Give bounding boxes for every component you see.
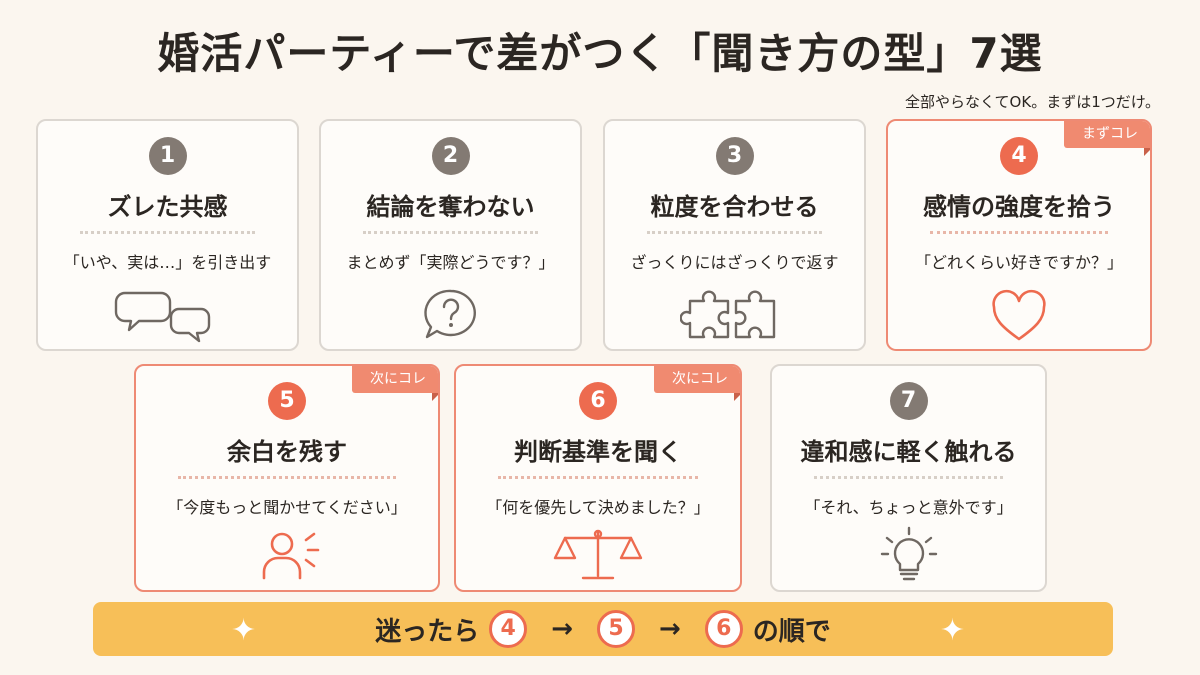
sparkle-icon: ✦ <box>939 613 965 648</box>
card-heading: 粒度を合わせる <box>650 193 819 221</box>
order-banner: ✦ ✦ 迷ったら 4 → 5 → 6 の順で <box>93 602 1113 656</box>
tip-card-4: まずコレ 4 感情の強度を拾う 「どれくらい好きですか？」 <box>886 119 1152 351</box>
lightbulb-icon <box>880 526 937 581</box>
card-number: 1 <box>148 137 187 175</box>
dotted-divider <box>814 476 1003 479</box>
priority-ribbon: まずコレ <box>1064 121 1150 156</box>
dotted-divider <box>178 476 396 479</box>
card-heading: 余白を残す <box>227 438 347 466</box>
tip-card-6: 次にコレ 6 判断基準を聞く 「何を優先して決めました？」 <box>454 364 742 592</box>
page-title: 婚活パーティーで差がつく「聞き方の型」7選 <box>157 29 1043 78</box>
priority-ribbon: 次にコレ <box>352 366 438 401</box>
card-heading: 判断基準を聞く <box>514 438 682 466</box>
step-badge: 6 <box>704 610 743 648</box>
heart-icon <box>992 289 1046 341</box>
banner-suffix: の順で <box>752 616 831 647</box>
card-number: 4 <box>1000 137 1038 175</box>
card-number: 7 <box>889 382 928 420</box>
card-description: 「それ、ちょっと意外です」 <box>804 498 1013 517</box>
banner-prefix: 迷ったら <box>375 616 480 647</box>
tip-card-7: 7 違和感に軽く触れる 「それ、ちょっと意外です」 <box>770 364 1047 592</box>
arrow-icon: → <box>551 614 573 644</box>
card-description: ざっくりにはざっくりで返す <box>630 253 839 272</box>
priority-ribbon: 次にコレ <box>654 366 740 401</box>
dotted-divider <box>498 476 698 479</box>
tip-card-3: 3 粒度を合わせる ざっくりにはざっくりで返す <box>603 119 866 351</box>
card-heading: ズレた共感 <box>107 193 228 221</box>
card-number: 6 <box>579 382 617 420</box>
dotted-divider <box>647 231 822 234</box>
sparkle-icon: ✦ <box>231 613 257 648</box>
tip-card-2: 2 結論を奪わない まとめず「実際どうです？」 <box>319 119 582 351</box>
card-heading: 感情の強度を拾う <box>923 193 1115 221</box>
question-bubble-icon <box>423 289 476 339</box>
tip-card-5: 次にコレ 5 余白を残す 「今度もっと聞かせてください」 <box>134 364 440 592</box>
dotted-divider <box>363 231 538 234</box>
dotted-divider <box>80 231 255 234</box>
speech-bubbles-icon <box>114 291 210 343</box>
card-number: 3 <box>715 137 754 175</box>
page-subtitle: 全部やらなくてOK。まずは1つだけ。 <box>905 93 1160 111</box>
card-heading: 違和感に軽く触れる <box>800 438 1017 466</box>
scale-icon <box>553 529 643 580</box>
card-number: 2 <box>431 137 470 175</box>
dotted-divider <box>930 231 1108 234</box>
card-heading: 結論を奪わない <box>366 193 535 221</box>
tip-card-1: 1 ズレた共感 「いや、実は…」を引き出す <box>36 119 299 351</box>
card-description: 「今度もっと聞かせてください」 <box>167 498 407 517</box>
step-badge: 4 <box>489 610 528 648</box>
card-description: まとめず「実際どうです？」 <box>346 253 555 272</box>
card-number: 5 <box>268 382 306 420</box>
step-badge: 5 <box>597 610 635 648</box>
card-description: 「いや、実は…」を引き出す <box>63 253 272 272</box>
card-description: 「どれくらい好きですか？」 <box>914 253 1123 272</box>
card-description: 「何を優先して決めました？」 <box>486 498 710 517</box>
arrow-icon: → <box>659 614 681 644</box>
puzzle-icon <box>679 290 775 339</box>
person-icon <box>262 532 320 580</box>
